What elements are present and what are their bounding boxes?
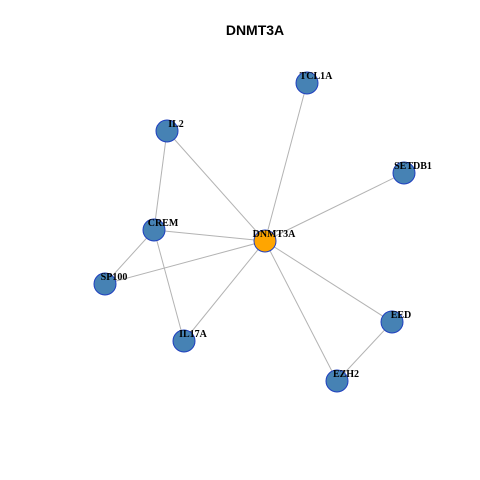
- edge-dnmt3a-setdb1: [264, 172, 405, 242]
- edge-il2-crem: [153, 130, 168, 231]
- node-label-ezh2: EZH2: [333, 369, 359, 380]
- node-label-tcl1a: TCL1A: [300, 71, 334, 82]
- node-layer: [93, 71, 416, 393]
- node-dnmt3a[interactable]: [253, 229, 277, 253]
- edge-layer: [104, 82, 405, 382]
- edge-dnmt3a-sp100: [104, 240, 266, 285]
- node-sp100[interactable]: [93, 272, 117, 296]
- node-il2[interactable]: [155, 119, 179, 143]
- edge-dnmt3a-ezh2: [264, 240, 338, 382]
- edge-dnmt3a-il17a: [183, 240, 266, 342]
- graph-title: DNMT3A: [226, 22, 284, 38]
- node-setdb1[interactable]: [392, 161, 416, 185]
- node-ezh2[interactable]: [325, 369, 349, 393]
- node-eed[interactable]: [380, 310, 404, 334]
- node-label-il2: IL2: [168, 119, 184, 130]
- node-label-dnmt3a: DNMT3A: [253, 229, 297, 240]
- edge-dnmt3a-eed: [264, 240, 393, 323]
- node-crem[interactable]: [142, 218, 166, 242]
- edge-dnmt3a-crem: [153, 229, 266, 242]
- edge-crem-sp100: [104, 229, 155, 285]
- edge-dnmt3a-tcl1a: [264, 82, 308, 242]
- edge-eed-ezh2: [336, 321, 393, 382]
- node-label-setdb1: SETDB1: [394, 161, 432, 172]
- edge-dnmt3a-il2: [166, 130, 266, 242]
- edge-crem-il17a: [153, 229, 185, 342]
- node-tcl1a[interactable]: [295, 71, 319, 95]
- node-label-crem: CREM: [148, 218, 179, 229]
- node-label-il17a: IL17A: [179, 329, 208, 340]
- node-label-sp100: SP100: [101, 272, 128, 283]
- node-label-eed: EED: [391, 310, 412, 321]
- node-il17a[interactable]: [172, 329, 196, 353]
